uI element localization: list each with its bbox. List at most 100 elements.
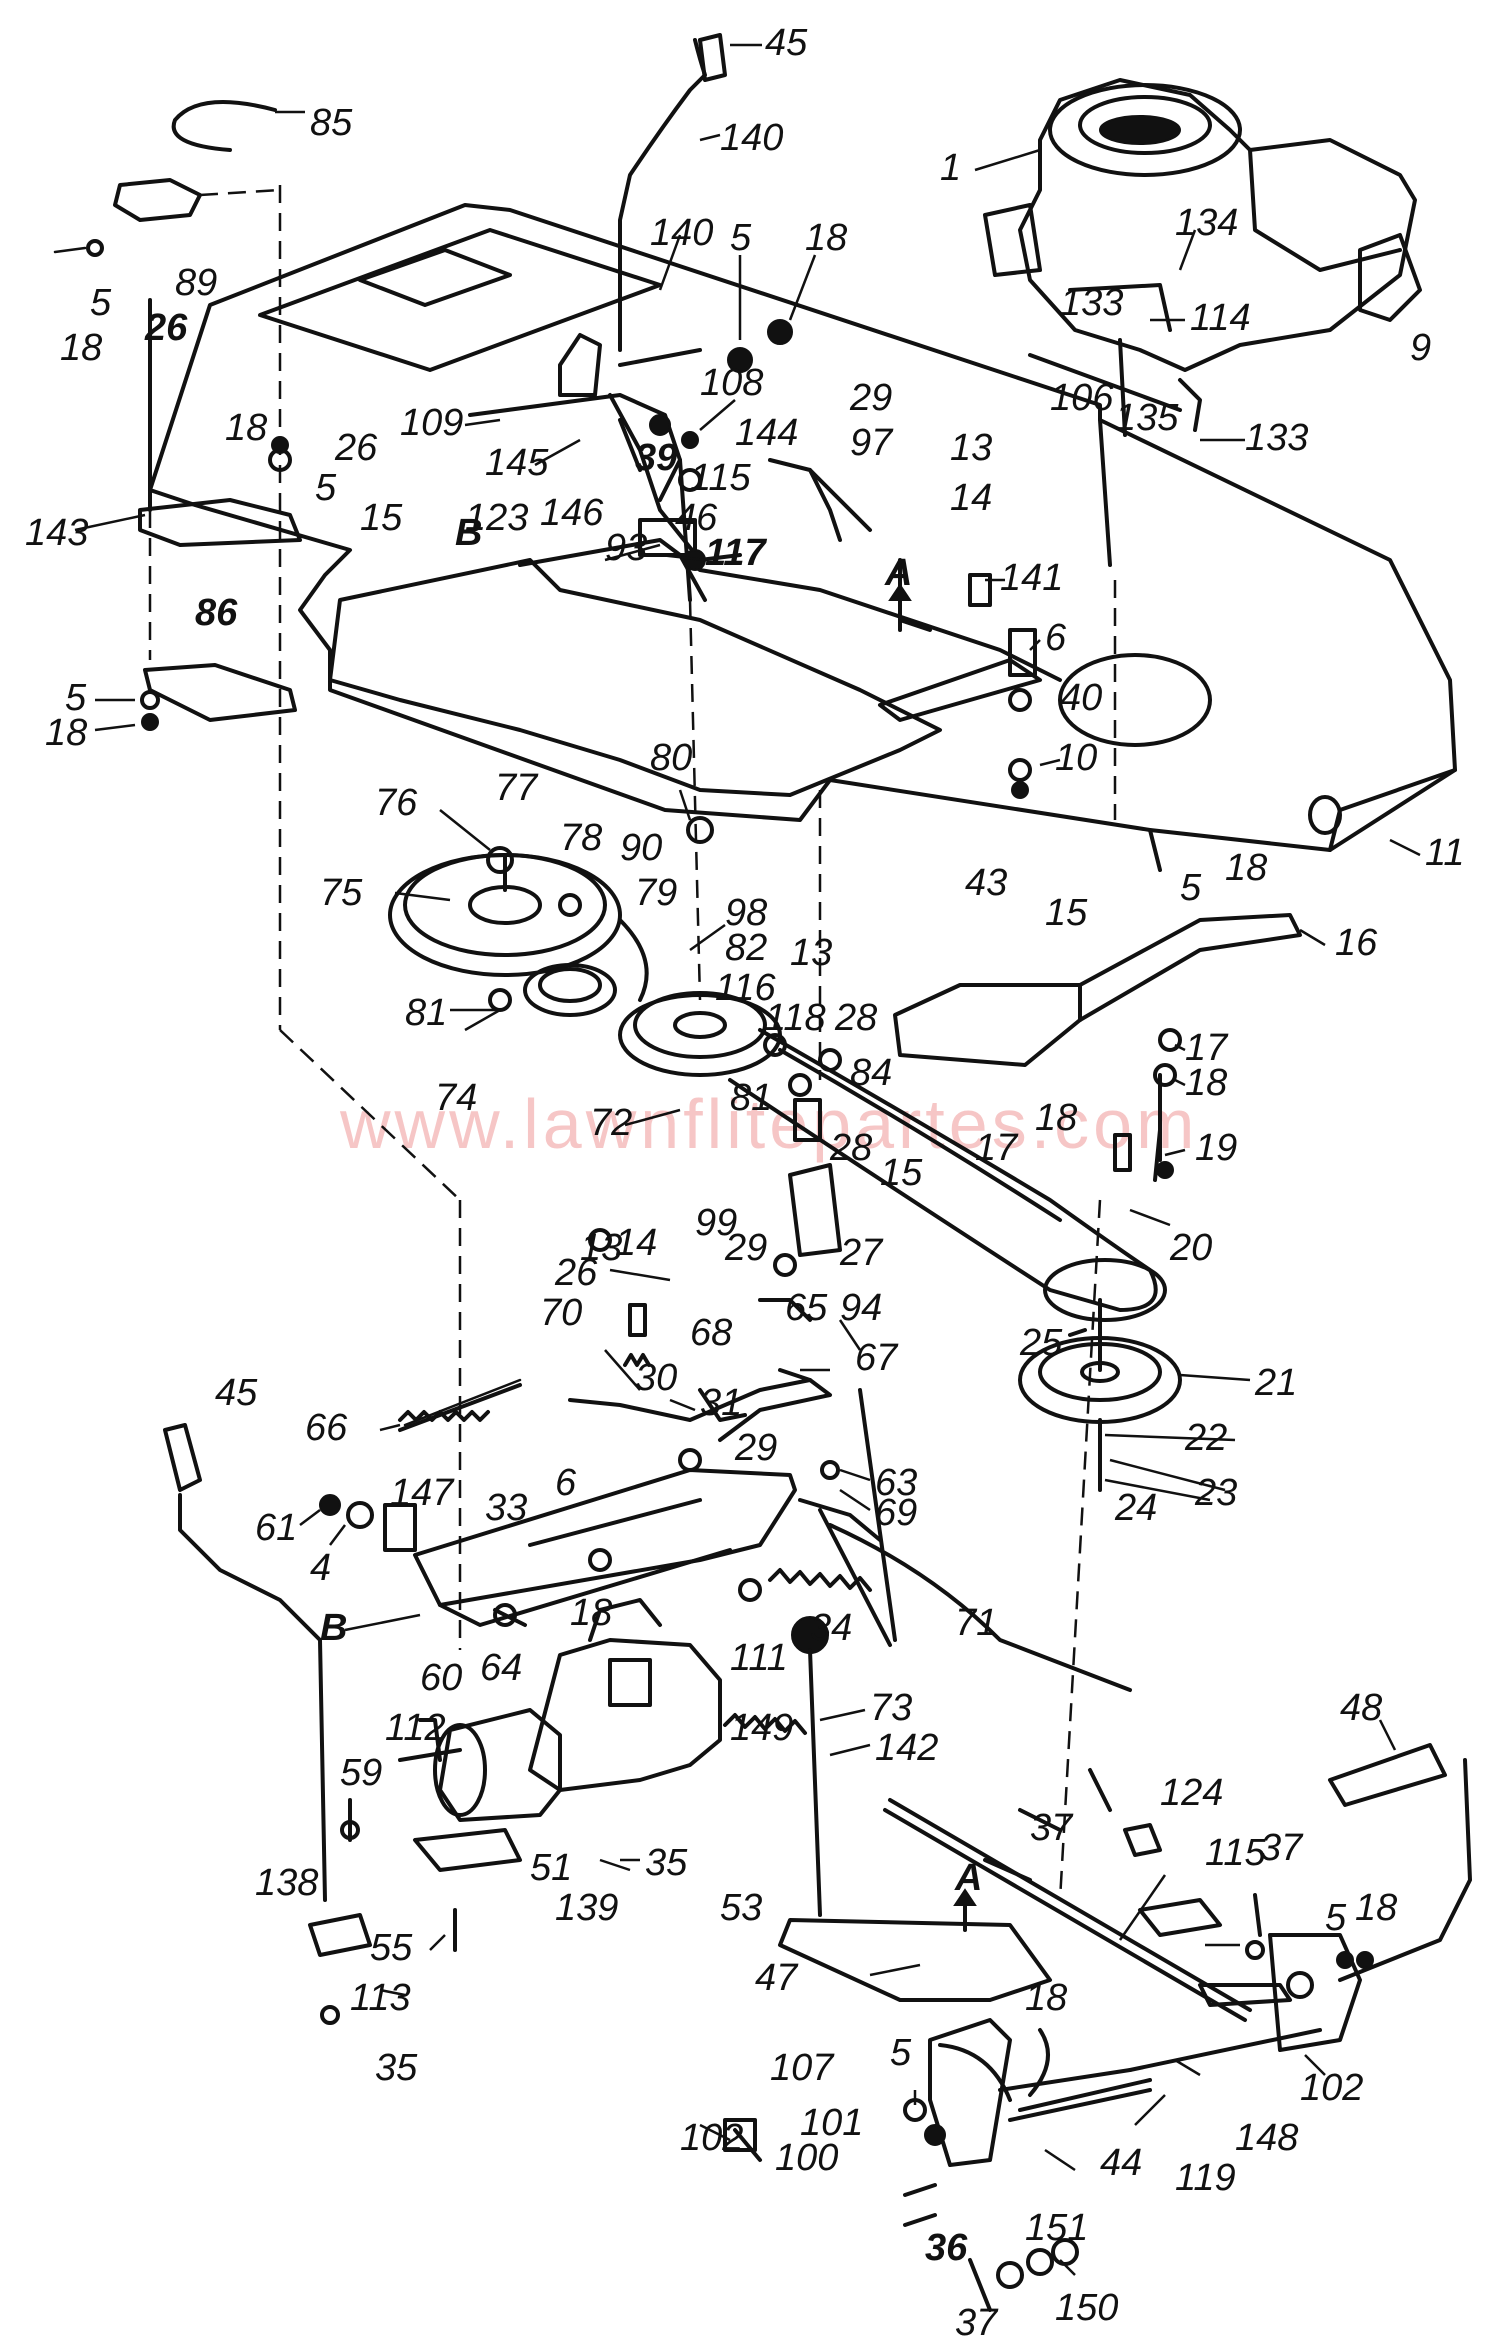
label-142: 142	[875, 1727, 938, 1769]
idler-arm	[758, 1098, 842, 1322]
label-19: 19	[1195, 1127, 1237, 1169]
label-a: A	[954, 1857, 982, 1899]
bottom-small-parts	[723, 2118, 1079, 2312]
label-113: 113	[350, 1977, 411, 2019]
label-145: 145	[485, 442, 549, 484]
label-119: 119	[1175, 2157, 1236, 2199]
label-35: 35	[645, 1842, 688, 1884]
label-115: 115	[690, 457, 751, 499]
label-100: 100	[775, 2137, 838, 2179]
cable-85	[53, 100, 281, 257]
label-17: 17	[975, 1127, 1019, 1169]
label-51: 51	[530, 1847, 572, 1889]
label-14: 14	[950, 477, 992, 519]
label-22: 22	[1184, 1417, 1227, 1459]
label-69: 69	[875, 1492, 917, 1534]
label-6: 6	[1045, 617, 1067, 659]
label-5: 5	[1180, 867, 1202, 909]
label-140: 140	[650, 212, 713, 254]
label-26: 26	[554, 1252, 598, 1294]
label-147: 147	[390, 1472, 455, 1514]
label-89: 89	[175, 262, 217, 304]
label-140: 140	[720, 117, 783, 159]
label-b: B	[320, 1607, 347, 1649]
label-18: 18	[45, 712, 87, 754]
label-63: 63	[875, 1462, 917, 1504]
bracket-33	[413, 1468, 797, 1627]
label-139: 139	[555, 1887, 618, 1929]
label-5: 5	[65, 677, 87, 719]
arrow-a-top	[888, 583, 912, 632]
label-138: 138	[255, 1862, 318, 1904]
engine	[983, 78, 1422, 437]
label-148: 148	[1235, 2117, 1298, 2159]
label-1: 1	[940, 147, 961, 189]
part-labels: 45 140 85 1 140 5 18 134 89 5 18 26 133 …	[25, 22, 1464, 2344]
alignment-dashes	[278, 185, 1117, 1901]
label-133: 133	[1060, 282, 1123, 324]
label-17: 17	[1185, 1027, 1229, 1069]
fasteners	[140, 319, 1374, 2146]
label-33: 33	[485, 1487, 527, 1529]
label-75: 75	[320, 872, 363, 914]
label-18: 18	[225, 407, 267, 449]
label-29: 29	[734, 1427, 777, 1469]
label-68: 68	[690, 1312, 732, 1354]
label-114: 114	[1190, 297, 1251, 339]
label-141: 141	[1000, 557, 1063, 599]
label-150: 150	[1055, 2287, 1118, 2329]
label-15: 15	[360, 497, 403, 539]
label-18: 18	[1025, 1977, 1067, 2019]
label-6: 6	[555, 1462, 577, 1504]
label-44: 44	[1100, 2142, 1142, 2184]
label-61: 61	[255, 1507, 297, 1549]
steering-column	[618, 33, 727, 352]
left-lever-45	[163, 1423, 372, 1957]
bottom-linkage	[778, 1743, 1472, 2167]
label-124: 124	[1160, 1772, 1223, 1814]
label-25: 25	[1019, 1322, 1063, 1364]
label-117: 117	[705, 532, 767, 574]
label-82: 82	[725, 927, 767, 969]
label-29: 29	[724, 1227, 767, 1269]
label-5: 5	[890, 2032, 912, 2074]
label-84: 84	[850, 1052, 892, 1094]
label-14: 14	[615, 1222, 657, 1264]
label-76: 76	[375, 782, 418, 824]
label-27: 27	[839, 1232, 884, 1274]
label-40: 40	[1060, 677, 1102, 719]
label-5: 5	[730, 217, 752, 259]
arrow-a-bottom	[953, 1888, 977, 1932]
label-5: 5	[315, 467, 337, 509]
label-48: 48	[1340, 1687, 1382, 1729]
label-15: 15	[1045, 892, 1088, 934]
watermark: www.lawnflitepartes.com	[339, 1085, 1198, 1163]
label-23: 23	[1194, 1472, 1237, 1514]
label-151: 151	[1025, 2207, 1088, 2249]
label-112: 112	[385, 1707, 446, 1749]
label-28: 28	[829, 1127, 872, 1169]
label-37: 37	[1260, 1827, 1304, 1869]
transaxle	[398, 1598, 722, 1872]
springs	[398, 1353, 872, 1735]
label-29: 29	[849, 377, 892, 419]
label-81: 81	[405, 992, 447, 1034]
label-77: 77	[495, 767, 539, 809]
label-146: 146	[540, 492, 604, 534]
label-59: 59	[340, 1752, 382, 1794]
cable-71	[828, 1523, 1132, 1692]
label-71: 71	[955, 1602, 997, 1644]
label-13: 13	[790, 932, 832, 974]
label-45: 45	[765, 22, 808, 64]
label-18: 18	[1035, 1097, 1077, 1139]
label-78: 78	[560, 817, 602, 859]
label-79: 79	[635, 872, 677, 914]
label-97: 97	[850, 422, 894, 464]
left-brackets	[138, 298, 302, 722]
label-90: 90	[620, 827, 662, 869]
label-70: 70	[540, 1292, 582, 1334]
label-98: 98	[725, 892, 767, 934]
label-74: 74	[435, 1077, 477, 1119]
label-18: 18	[805, 217, 847, 259]
label-26: 26	[144, 307, 188, 349]
